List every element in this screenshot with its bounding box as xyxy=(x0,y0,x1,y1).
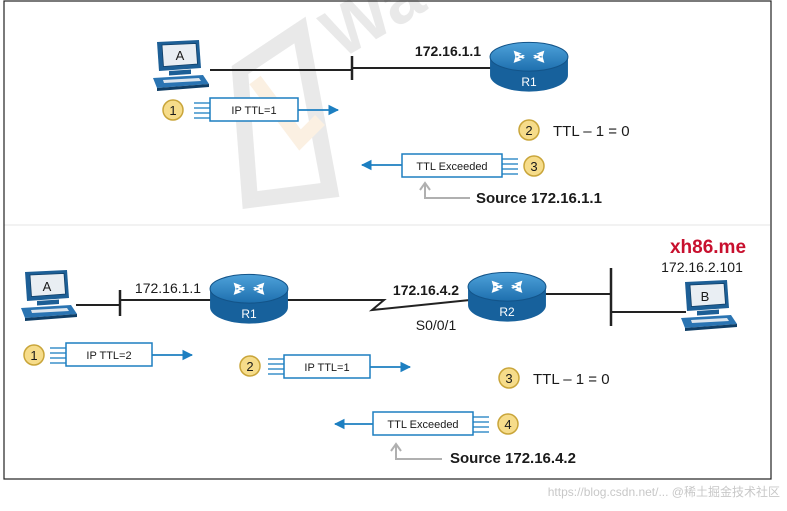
packet-label: IP TTL=1 xyxy=(231,105,276,117)
packet-label: TTL Exceeded xyxy=(387,419,458,431)
pc-a-label: A xyxy=(43,279,52,294)
pc-a-label: A xyxy=(176,48,185,63)
bottom-diagram: A R1 172.16.1.1 R2 172.16.4.2 S0/0/1 B 1… xyxy=(20,259,743,467)
step-4-badge xyxy=(497,413,519,435)
source-address: Source 172.16.1.1 xyxy=(476,190,602,207)
svg-text:Wa: Wa xyxy=(309,0,438,73)
source-pointer xyxy=(395,445,442,460)
step-2-number: 2 xyxy=(525,123,532,138)
footer-watermark: https://blog.csdn.net/... @稀土掘金技术社区 xyxy=(548,484,780,499)
source-pointer-head xyxy=(390,442,402,452)
pc-b-label: B xyxy=(701,289,710,304)
ttl-decrement-text: TTL – 1 = 0 xyxy=(553,123,630,140)
packet-label: TTL Exceeded xyxy=(416,161,487,173)
step-1-number: 1 xyxy=(30,348,37,363)
packet-ip-ttl-1: IP TTL=1 xyxy=(268,354,412,379)
step-2-badge xyxy=(518,119,540,141)
step-1-number: 1 xyxy=(169,103,176,118)
router-ip: 172.16.1.1 xyxy=(415,43,481,59)
step-3-badge xyxy=(498,367,520,389)
step-2-number: 2 xyxy=(246,359,253,374)
computer-icon xyxy=(20,269,78,322)
packet-label: IP TTL=2 xyxy=(86,350,131,362)
step-4-number: 4 xyxy=(504,417,511,432)
figure-frame xyxy=(3,0,772,480)
site-watermark: xh86.me xyxy=(670,237,746,258)
source-address: Source 172.16.4.2 xyxy=(450,450,576,467)
computer-icon xyxy=(680,279,738,332)
packet-label: IP TTL=1 xyxy=(304,362,349,374)
step-1-badge xyxy=(162,99,184,121)
top-diagram: A R1 172.16.1.1 1 IP TTL=1 2 TTL – 1 = 0… xyxy=(152,39,630,207)
serial-link-r1-r2 xyxy=(287,299,471,312)
r2-ip: 172.16.4.2 xyxy=(393,282,459,298)
pc-b-ip: 172.16.2.101 xyxy=(661,259,743,275)
router-r1-label: R1 xyxy=(521,75,537,89)
ttl-decrement-text: TTL – 1 = 0 xyxy=(533,371,610,388)
packet-ip-ttl-2: IP TTL=2 xyxy=(50,342,194,367)
step-3-badge xyxy=(523,155,545,177)
packet-ip-ttl-1: IP TTL=1 xyxy=(194,97,340,122)
router-r2-label: R2 xyxy=(499,305,515,319)
serial-interface-label: S0/0/1 xyxy=(416,317,457,333)
step-2-badge xyxy=(239,355,261,377)
step-3-number: 3 xyxy=(530,159,537,174)
router-r1-label: R1 xyxy=(241,307,257,321)
source-pointer xyxy=(424,184,470,199)
step-1-badge xyxy=(23,344,45,366)
step-3-number: 3 xyxy=(505,371,512,386)
source-pointer-head xyxy=(419,181,431,191)
packet-ttl-exceeded: TTL Exceeded xyxy=(333,411,489,436)
packet-ttl-exceeded: TTL Exceeded xyxy=(360,153,518,178)
r1-ip: 172.16.1.1 xyxy=(135,280,201,296)
